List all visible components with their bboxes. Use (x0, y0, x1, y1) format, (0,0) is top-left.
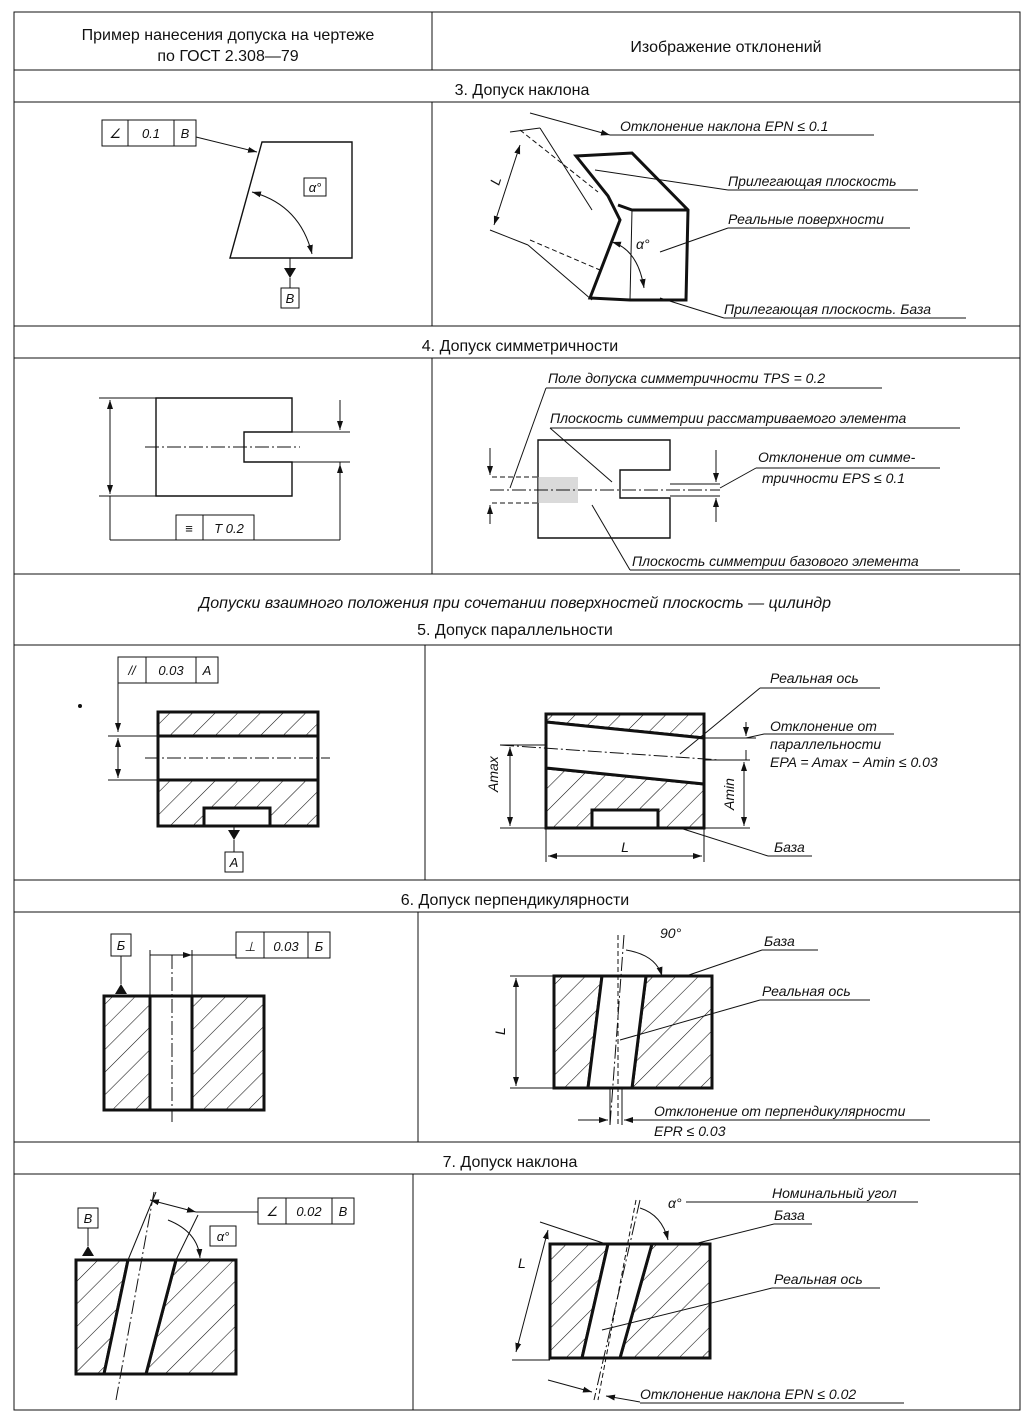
s7-label-real-axis: Реальная ось (774, 1271, 863, 1287)
s7-frame-datum: В (339, 1204, 348, 1219)
header-left-line2: по ГОСТ 2.308—79 (157, 48, 298, 65)
s3-drawing-example: ∠ 0.1 В α° В (101, 119, 353, 309)
s6-feature-control-frame: ⊥ 0.03 Б (235, 931, 331, 959)
s5-frame-datum: А (202, 663, 212, 678)
s6-label-base: База (764, 933, 795, 949)
s7-frame-value: 0.02 (296, 1204, 322, 1219)
s5-length-label: L (621, 839, 629, 855)
s5-label-deviation-line1: Отклонение от (770, 718, 877, 734)
s6-label-deviation-line2: EPR ≤ 0.03 (654, 1123, 726, 1139)
s3-frame-value: 0.1 (142, 126, 160, 141)
s6-drawing-example: ⊥ 0.03 Б Б (102, 931, 331, 1122)
s3-deviation-image: L Отклонение наклона EPN ≤ 0.1 Прилегающ… (487, 112, 966, 319)
section-5-title: 5. Допуск параллельности (417, 622, 613, 639)
section-4-title: 4. Допуск симметричности (422, 338, 618, 355)
angle-symbol-icon: ∠ (109, 126, 121, 141)
s3-datum-label: В (286, 291, 295, 306)
s3-length-label: L (487, 175, 505, 187)
s3-label-deviation: Отклонение наклона EPN ≤ 0.1 (620, 118, 828, 134)
s3-angle-right: α° (636, 236, 650, 252)
s6-length-label: L (492, 1027, 508, 1035)
s7-label-deviation: Отклонение наклона EPN ≤ 0.02 (640, 1386, 856, 1402)
s4-drawing-example: ≡ T 0.2 (99, 397, 350, 541)
s7-angle-label: α° (217, 1229, 230, 1244)
s3-label-adjacent-plane: Прилегающая плоскость (728, 173, 897, 189)
s5-datum-label: А (229, 855, 239, 870)
s5-label-deviation-line2: параллельности (770, 736, 881, 752)
s7-deviation-image: α° Номинальный угол База Реальная ось L … (512, 1185, 918, 1404)
symmetry-symbol-icon: ≡ (185, 521, 193, 536)
s4-feature-control-frame: ≡ T 0.2 (175, 514, 255, 541)
section-6-title: 6. Допуск перпендикулярности (401, 892, 630, 909)
s7-angle-symbol-icon: ∠ (266, 1204, 278, 1219)
s6-label-deviation-line1: Отклонение от перпендикулярности (654, 1103, 906, 1119)
s3-angle-label: α° (309, 180, 322, 195)
parallelism-symbol-icon: // (127, 663, 137, 678)
s3-feature-control-frame: ∠ 0.1 В (101, 119, 197, 147)
s4-label-symmetry-plane-base: Плоскость симметрии базового элемента (632, 553, 919, 569)
s5-label-real-axis: Реальная ось (770, 670, 859, 686)
s6-deviation-image: 90° L База Реальная ось Отклонение от пе… (492, 925, 930, 1139)
s4-label-symmetry-plane-element: Плоскость симметрии рассматриваемого эле… (550, 410, 906, 426)
s6-frame-datum: Б (315, 939, 324, 954)
s7-length-label: L (518, 1255, 526, 1271)
s7-angle-right: α° (668, 1195, 682, 1211)
s5-drawing-example: // 0.03 А А (78, 656, 330, 873)
s5-label-deviation-formula: EPA = Amax − Amin ≤ 0.03 (770, 754, 938, 770)
s3-label-adjacent-base: Прилегающая плоскость. База (724, 301, 931, 317)
section-7-title: 7. Допуск наклона (443, 1154, 578, 1171)
s5-label-base: База (774, 839, 805, 855)
s7-label-nominal-angle: Номинальный угол (772, 1185, 897, 1201)
s5-frame-value: 0.03 (158, 663, 184, 678)
s7-drawing-example: ∠ 0.02 В α° В (74, 1191, 355, 1401)
s4-frame-value: T 0.2 (214, 521, 244, 536)
section-3-title: 3. Допуск наклона (455, 82, 590, 99)
s6-angle-label: 90° (660, 925, 682, 941)
s3-label-real-surfaces: Реальные поверхности (728, 211, 884, 227)
s5-feature-control-frame: // 0.03 А (117, 656, 219, 684)
s3-frame-datum: В (181, 126, 190, 141)
s6-frame-value: 0.03 (273, 939, 299, 954)
group-title: Допуски взаимного положения при сочетани… (197, 595, 831, 612)
s7-label-base: База (774, 1207, 805, 1223)
s4-label-tolerance-field: Поле допуска симметричности TPS = 0.2 (548, 370, 825, 386)
s5-deviation-image: Amax Amin L Реальная ось Отклонение от п… (485, 670, 938, 862)
s5-dim-min: Amin (721, 778, 737, 811)
s7-datum-label: В (84, 1211, 93, 1226)
perpendicularity-symbol-icon: ⊥ (244, 939, 255, 954)
s4-label-deviation-line2: тричности EPS ≤ 0.1 (762, 470, 905, 486)
s6-datum-label: Б (117, 938, 126, 953)
s5-dim-max: Amax (485, 755, 501, 793)
s6-label-real-axis: Реальная ось (762, 983, 851, 999)
s7-feature-control-frame: ∠ 0.02 В (257, 1197, 355, 1225)
header-right: Изображение отклонений (630, 39, 821, 56)
table-grid (13, 11, 1021, 1411)
header-left-line1: Пример нанесения допуска на чертеже (82, 27, 375, 44)
s4-label-deviation-line1: Отклонение от симме- (758, 449, 916, 465)
s4-deviation-image: Поле допуска симметричности TPS = 0.2 Пл… (487, 370, 960, 571)
